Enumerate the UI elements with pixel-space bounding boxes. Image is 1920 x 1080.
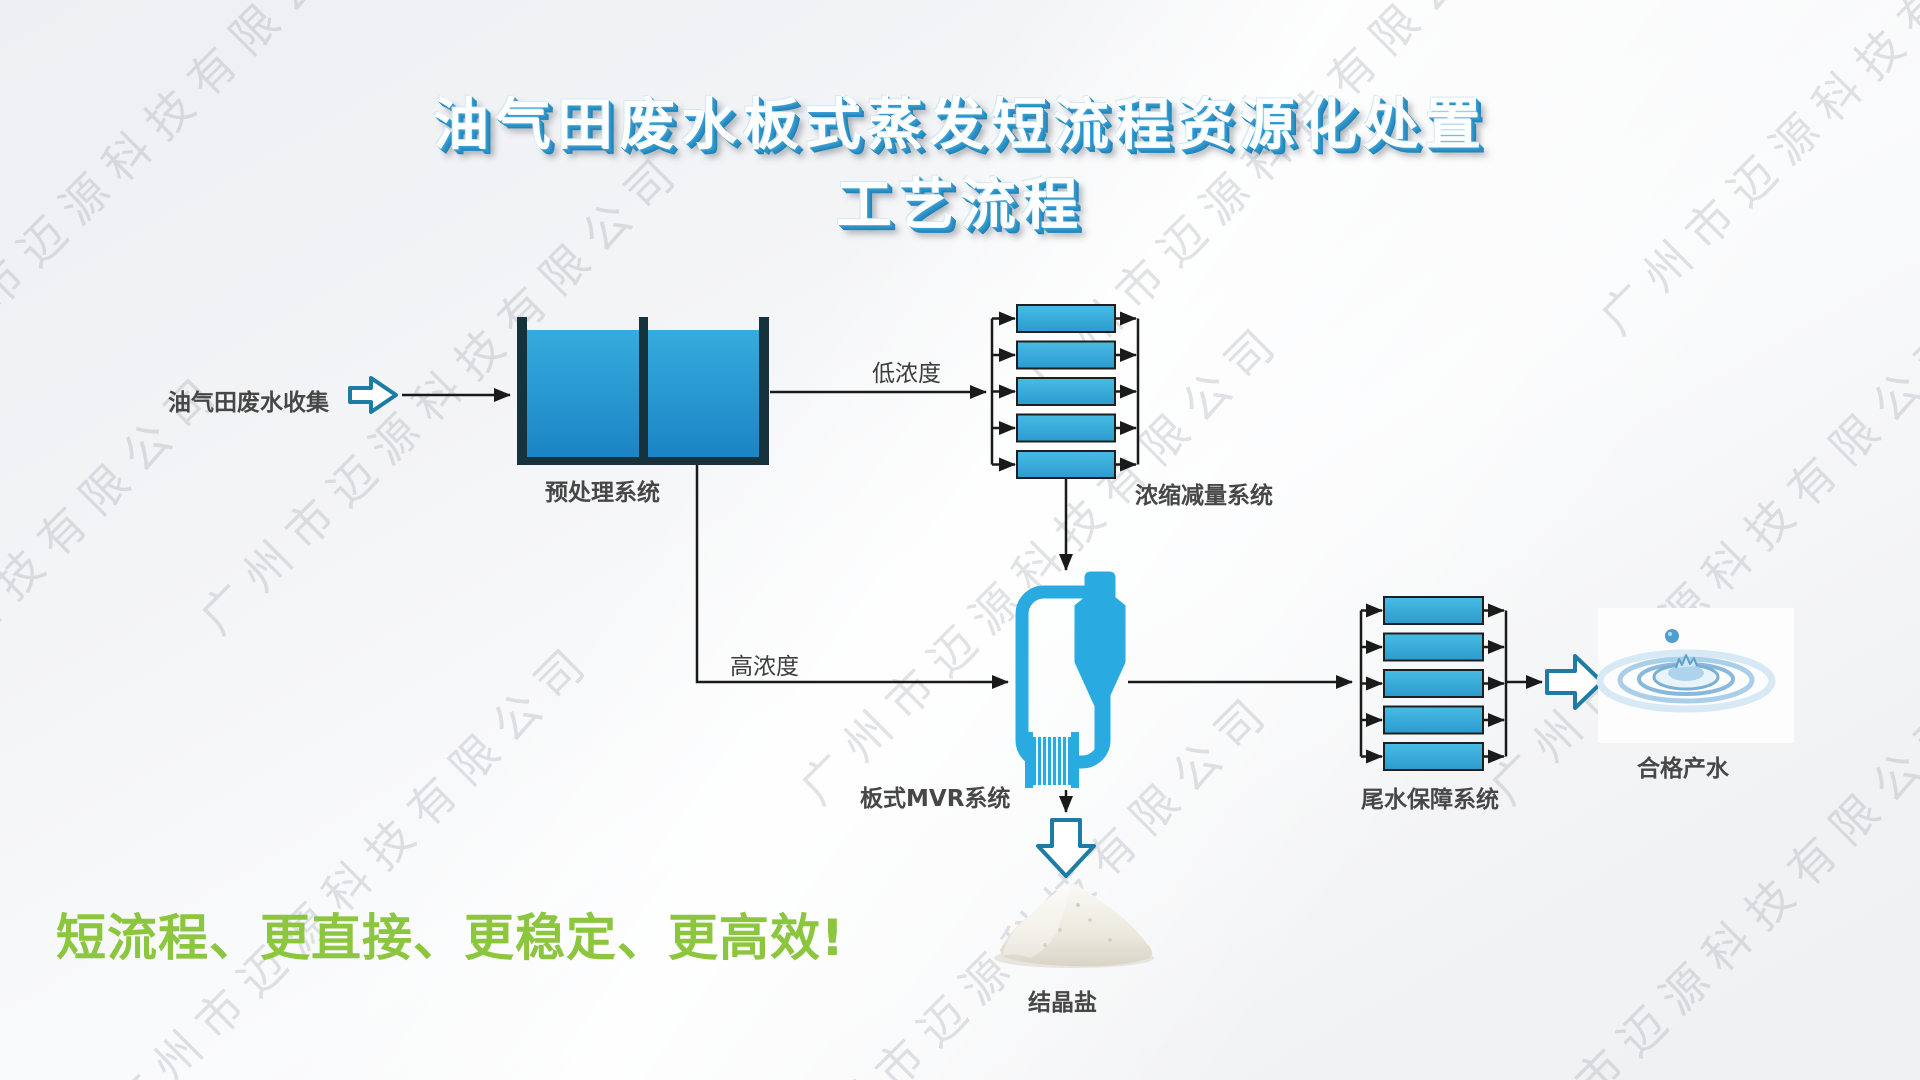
mvr-evaporator-icon — [1015, 571, 1126, 788]
concentration-stack — [990, 304, 1140, 479]
tailwater-unit — [1383, 669, 1484, 698]
product-outline-arrow-icon — [1545, 654, 1604, 710]
label-tailwater-system: 尾水保障系统 — [1361, 787, 1499, 813]
page-title-line2: 工艺流程 — [836, 173, 1084, 238]
mvr-plate-exchanger — [1025, 732, 1079, 788]
label-high-concentration: 高浓度 — [730, 654, 799, 680]
label-concentration-system: 浓缩减量系统 — [1135, 483, 1273, 509]
tank-base — [517, 457, 769, 465]
label-mvr-system: 板式MVR系统 — [860, 786, 1011, 812]
concentration-unit — [1016, 450, 1116, 479]
tank-post-right — [759, 317, 769, 465]
label-crystallized-salt: 结晶盐 — [1028, 990, 1097, 1016]
product-water-ripple-icon — [1596, 608, 1794, 743]
label-pretreatment-system: 预处理系统 — [545, 480, 660, 506]
tank-post-left — [517, 317, 527, 465]
label-low-concentration: 低浓度 — [872, 361, 941, 387]
label-wastewater-collection: 油气田废水收集 — [168, 390, 329, 416]
tailwater-unit — [1383, 705, 1484, 735]
pretreatment-tank — [517, 317, 769, 465]
label-product-water: 合格产水 — [1637, 756, 1729, 782]
mvr-separator-vessel — [1074, 571, 1126, 758]
salt-pile-icon — [994, 882, 1154, 968]
tailwater-unit — [1383, 596, 1484, 625]
tailwater-unit — [1383, 742, 1484, 771]
concentration-unit — [1016, 304, 1116, 333]
concentration-unit — [1016, 377, 1116, 406]
arrow-high-concentration — [695, 465, 1009, 689]
concentration-unit — [1016, 413, 1116, 443]
tailwater-unit — [1383, 632, 1484, 662]
source-outline-arrow-icon — [348, 376, 398, 414]
tailwater-stack — [1359, 596, 1508, 771]
tank-post-middle — [639, 317, 648, 465]
page-title-line1: 油气田废水板式蒸发短流程资源化处置 — [433, 93, 1487, 158]
salt-outline-arrow-icon — [1036, 818, 1096, 878]
slogan-text: 短流程、更直接、更稳定、更高效! — [56, 909, 845, 967]
concentration-unit — [1016, 340, 1116, 370]
